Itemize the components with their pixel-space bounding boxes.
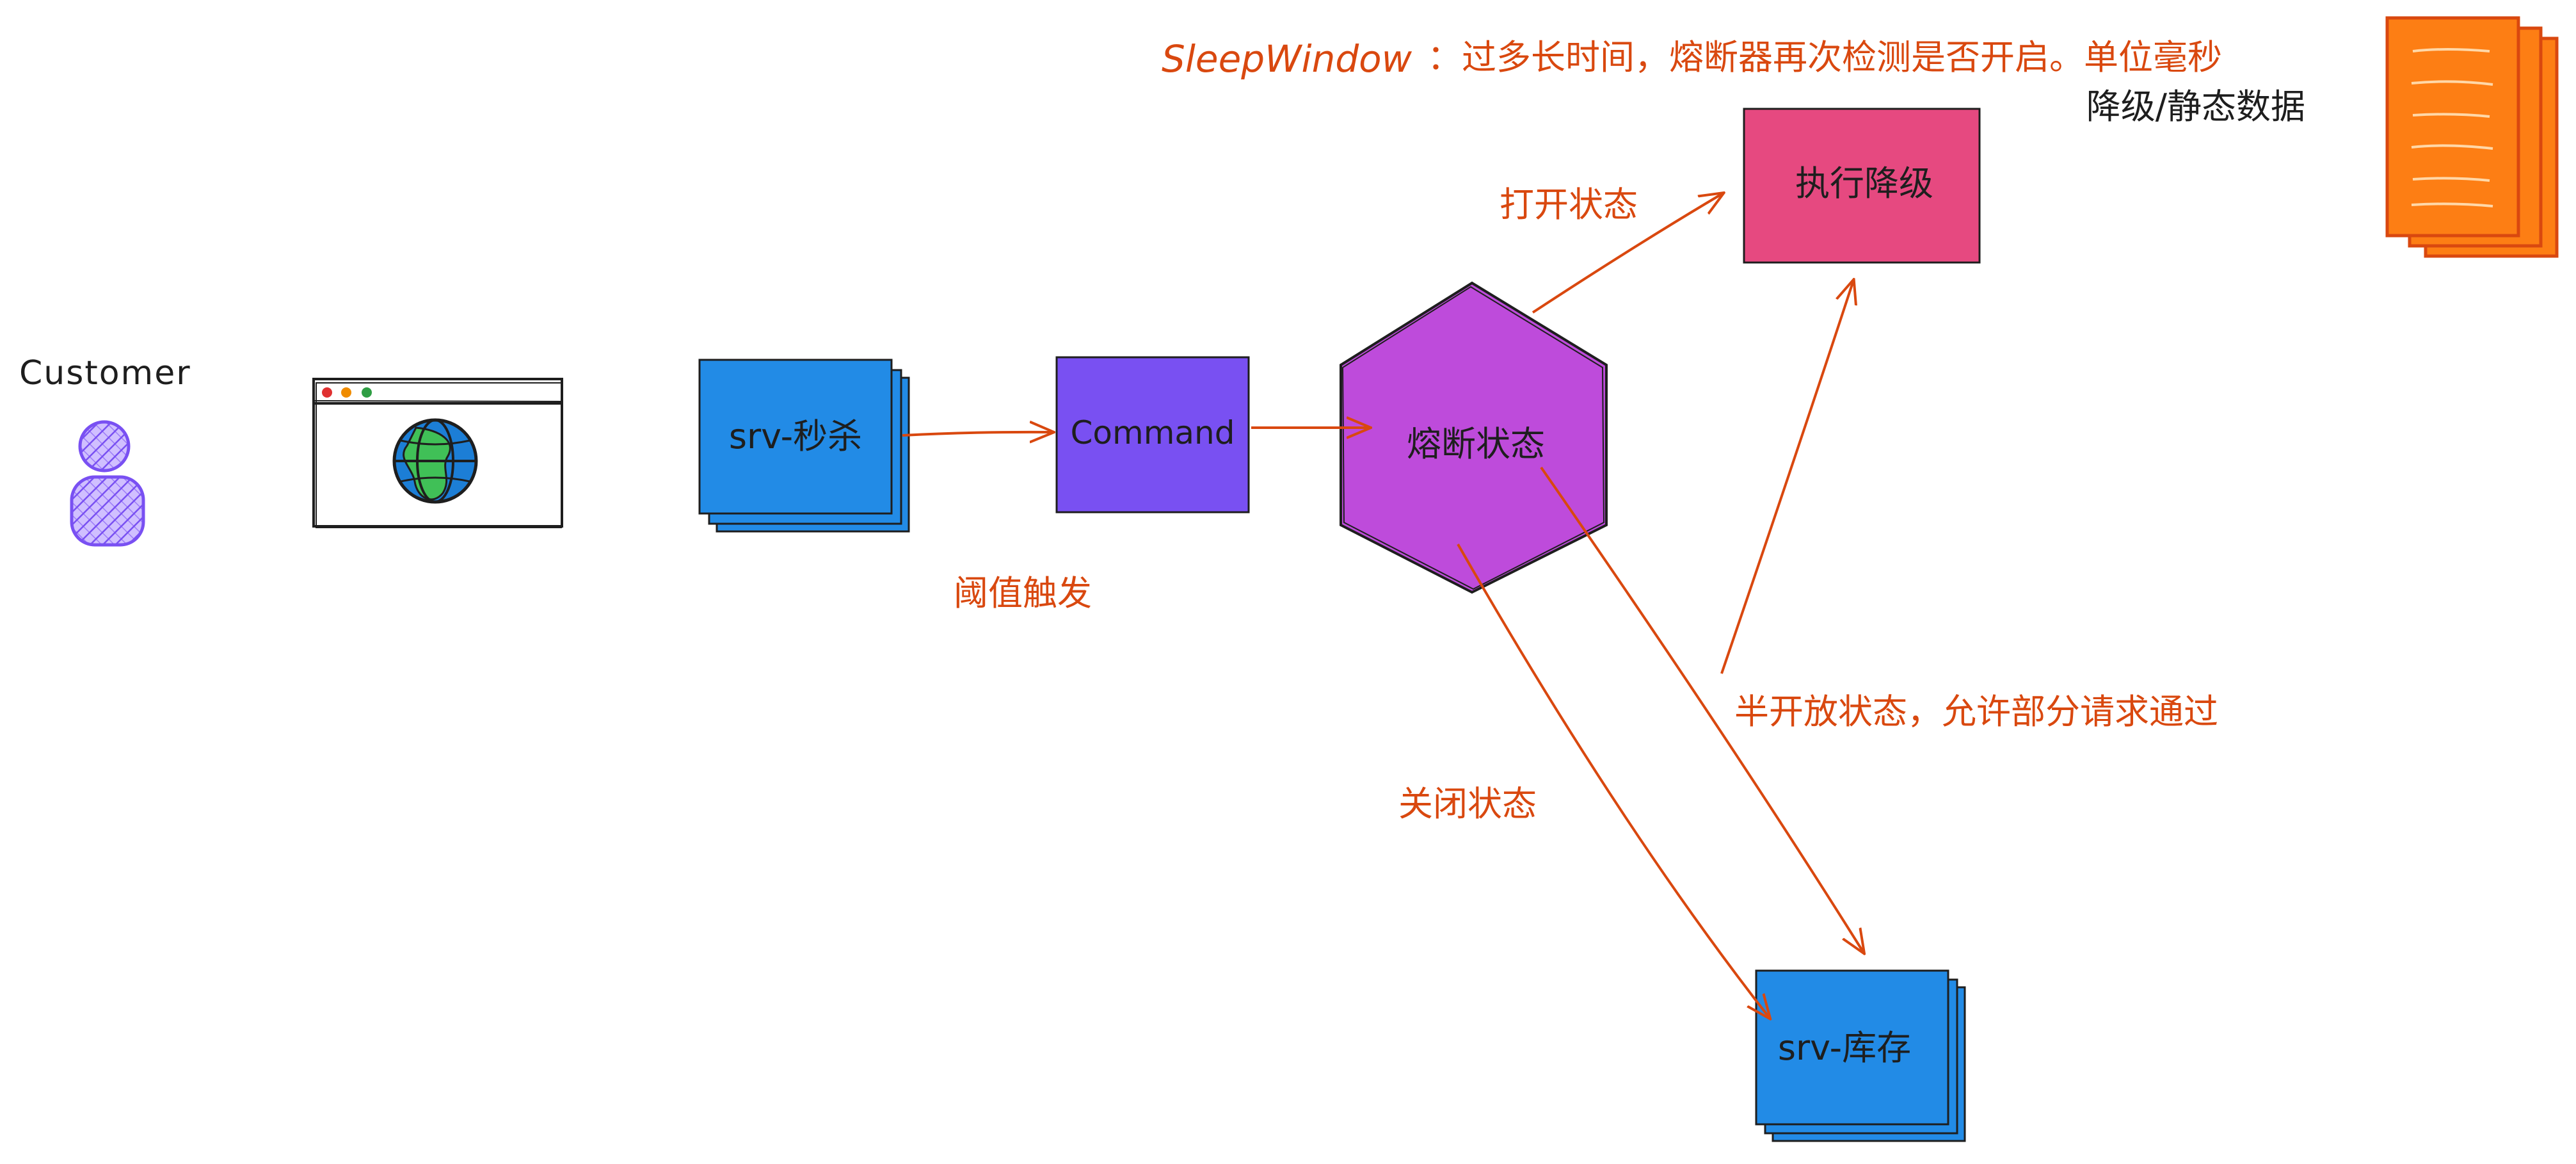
edge-fuse-to-stock-closed (1457, 544, 1770, 1018)
degrade-label: 执行降级 (1795, 163, 1933, 204)
fuse-state-node: 熔断状态 (1340, 281, 1608, 594)
closed-state-label: 关闭状态 (1398, 784, 1537, 824)
person-icon (70, 420, 145, 547)
edges (902, 193, 1864, 1018)
browser-window (312, 378, 563, 528)
command-label: Command (1071, 414, 1235, 451)
document-stack-icon (2385, 16, 2559, 258)
window-maximize-dot (362, 387, 372, 398)
globe-icon (392, 418, 478, 504)
degrade-node: 执行降级 (1743, 108, 1981, 264)
sleep-window-key: SleepWindow (1162, 37, 1412, 81)
stock-label: srv-库存 (1778, 1028, 1911, 1068)
window-close-dot (322, 387, 332, 398)
open-state-label: 打开状态 (1500, 184, 1638, 225)
fallback-data-label: 降级/静态数据 (2086, 86, 2305, 127)
stock-service-node: srv-库存 (1755, 969, 1966, 1142)
seckill-label: srv-秒杀 (729, 416, 862, 457)
seckill-service-node: srv-秒杀 (698, 359, 910, 533)
edge-fuse-to-stock-half-open (1540, 466, 1864, 953)
half-open-state-label: 半开放状态，允许部分请求通过 (1734, 691, 2218, 732)
command-node: Command (1055, 356, 1250, 513)
customer-label: Customer (19, 354, 191, 392)
fuse-state-label: 熔断状态 (1407, 424, 1545, 464)
edge-seckill-to-command (902, 432, 1053, 435)
window-minimize-dot (341, 387, 351, 398)
threshold-trigger-label: 阈值触发 (954, 573, 1092, 613)
edge-half-open-to-degrade (1720, 280, 1853, 674)
customer: Customer (19, 354, 191, 547)
sleep-window-desc: ：过多长时间，熔断器再次检测是否开启。单位毫秒 (1427, 37, 2222, 77)
edge-fuse-to-degrade (1532, 193, 1723, 314)
